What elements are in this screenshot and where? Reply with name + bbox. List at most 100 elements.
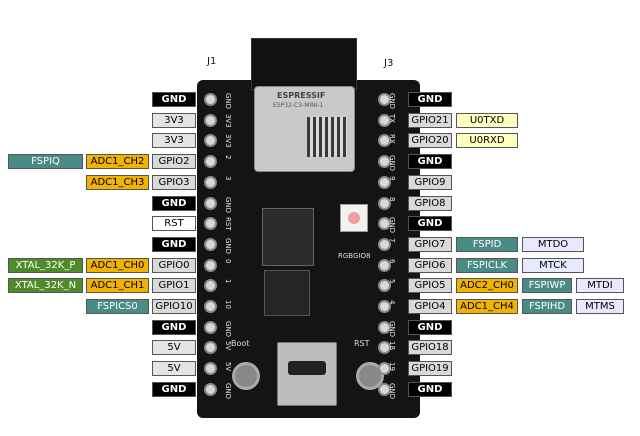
usb-connector: [277, 342, 337, 406]
right-fspi-label: FSPIWP: [522, 278, 572, 294]
left-silk-label: 3V3: [224, 134, 232, 149]
right-fspi-label: FSPIHD: [522, 299, 572, 314]
right-pin-label: GND: [408, 381, 452, 397]
right-silk-label: 18: [388, 341, 396, 351]
left-adc-label: ADC1_CH3: [86, 174, 149, 190]
left-header-pin: [204, 258, 217, 272]
module-model: ESP32-C3-MINI-1: [273, 102, 324, 109]
right-header-pin: [378, 362, 391, 376]
left-silk-label: 0: [224, 258, 232, 264]
right-silk-label: 6: [388, 258, 396, 264]
boot-label: Boot: [231, 339, 250, 348]
antenna-area: [251, 38, 357, 90]
right-header-pin: [378, 341, 391, 355]
right-header-pin: [378, 175, 391, 189]
right-uart-label: U0TXD: [456, 112, 518, 128]
right-header-pin: [378, 279, 391, 293]
right-pin-label: GPIO5: [408, 278, 452, 294]
left-header-pin: [204, 175, 217, 189]
right-jtag-label: MTDI: [576, 278, 624, 294]
right-pin-label: GPIO6: [408, 257, 452, 273]
right-silk-label: 5: [388, 279, 396, 284]
right-silk-label: GND: [388, 217, 396, 234]
left-pin-label: 3V3: [152, 133, 196, 149]
right-pin-label: GPIO21: [408, 112, 452, 128]
left-header-pin: [204, 362, 217, 376]
right-header-pin: [378, 196, 391, 210]
right-silk-label: 8: [388, 196, 396, 201]
left-pin-label: GND: [152, 92, 196, 107]
left-header-pin: [204, 134, 217, 148]
left-pin-label: GPIO1: [152, 278, 196, 294]
right-pin-label: GND: [408, 216, 452, 232]
right-silk-label: GND: [388, 320, 396, 337]
left-header-pin: [204, 300, 217, 313]
left-header-pin: [204, 196, 217, 210]
right-header-pin: [378, 93, 391, 106]
left-xtal-label: XTAL_32K_N: [8, 278, 83, 294]
right-pin-label: GPIO4: [408, 299, 452, 314]
left-header-pin: [204, 320, 217, 334]
right-silk-label: GND: [388, 93, 396, 110]
right-silk-label: 19: [388, 362, 396, 372]
left-header-pin: [204, 93, 217, 106]
right-fspi-label: FSPICLK: [456, 257, 518, 273]
right-header-pin: [378, 134, 391, 148]
right-silk-label: 9: [388, 175, 396, 181]
right-header-pin: [378, 382, 391, 396]
left-silk-label: GND: [224, 382, 232, 399]
rst-button-label: RST: [354, 339, 370, 348]
left-pin-label: GPIO0: [152, 257, 196, 273]
right-jtag-label: MTCK: [522, 257, 584, 273]
left-adc-label: ADC1_CH0: [86, 257, 149, 273]
right-adc-label: ADC2_CH0: [456, 278, 518, 294]
left-silk-label: GND: [224, 93, 232, 110]
right-header-pin: [378, 155, 391, 169]
left-pin-label: GND: [152, 195, 196, 211]
right-fspi-label: FSPID: [456, 236, 518, 252]
rgb-led: [340, 204, 368, 232]
right-pin-label: GND: [408, 154, 452, 170]
right-pin-label: GPIO7: [408, 236, 452, 252]
left-header-pin: [204, 279, 217, 293]
left-header-pin: [204, 217, 217, 231]
left-pin-label: GPIO3: [152, 174, 196, 190]
voltage-regulator: [262, 208, 314, 266]
left-fspi-label: FSPIQ: [8, 154, 83, 170]
right-pin-label: GPIO9: [408, 174, 452, 190]
wifi-module: ESPRESSIF ESP32-C3-MINI-1: [254, 86, 355, 172]
left-header-pin: [204, 155, 217, 169]
left-silk-label: 2: [224, 155, 232, 160]
left-silk-label: 1: [224, 279, 232, 284]
right-pin-label: GND: [408, 92, 452, 107]
left-pin-label: 5V: [152, 361, 196, 377]
right-pin-label: GPIO8: [408, 195, 452, 211]
right-header-pin: [378, 320, 391, 334]
left-adc-label: ADC1_CH1: [86, 278, 149, 294]
left-header-pin: [204, 382, 217, 396]
rgb-label: RGBGIO8: [338, 252, 371, 260]
right-silk-label: TX: [388, 113, 396, 123]
boot-button[interactable]: [232, 362, 260, 390]
usb-uart-chip: [264, 270, 310, 316]
right-pin-label: GND: [408, 319, 452, 335]
left-fspi-label: FSPICS0: [86, 299, 149, 314]
right-silk-label: GND: [388, 155, 396, 172]
left-header-pin: [204, 341, 217, 355]
left-pin-label: GND: [152, 381, 196, 397]
right-silk-label: RX: [388, 134, 396, 145]
right-silk-label: GND: [388, 382, 396, 399]
qr-code: [307, 117, 347, 157]
left-silk-label: 3V3: [224, 113, 232, 128]
left-silk-label: GND: [224, 237, 232, 254]
left-pin-label: RST: [152, 216, 196, 232]
right-pin-label: GPIO20: [408, 133, 452, 149]
right-header-pin: [378, 113, 391, 127]
right-uart-label: U0RXD: [456, 133, 518, 149]
j3-header-label: J3: [384, 58, 394, 69]
left-pin-label: 5V: [152, 340, 196, 356]
right-header-pin: [378, 258, 391, 272]
module-brand: ESPRESSIF: [277, 91, 326, 100]
left-silk-label: GND: [224, 320, 232, 337]
left-pin-label: GND: [152, 319, 196, 335]
